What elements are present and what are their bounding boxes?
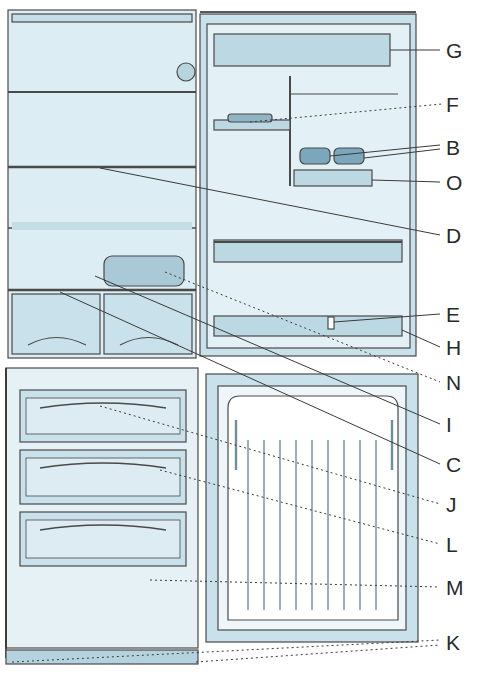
shelf — [294, 170, 372, 186]
freezer-interior — [206, 374, 418, 642]
glass-shelf — [214, 240, 402, 262]
callout-letter: H — [446, 337, 461, 358]
callout-letter: F — [446, 94, 459, 115]
callout-letter: B — [446, 137, 460, 158]
callout-letter: G — [446, 40, 462, 61]
freezer-door — [6, 368, 198, 648]
evaporator-coil — [236, 420, 392, 610]
freezer-drawer — [20, 390, 186, 442]
callout-letter: O — [446, 172, 462, 193]
callout-letter: D — [446, 225, 461, 246]
freezer-drawer — [20, 512, 186, 566]
door-box — [104, 256, 184, 286]
fridge-door — [8, 10, 196, 358]
fridge-interior — [200, 14, 416, 356]
crisper-drawer — [104, 294, 192, 354]
egg-tray — [334, 148, 364, 164]
callout-letter: N — [446, 372, 461, 393]
egg-tray — [300, 148, 330, 164]
drain-plug — [328, 317, 334, 329]
top-compartment — [214, 34, 390, 66]
callout-letter: E — [446, 304, 460, 325]
callout-letter: J — [446, 494, 457, 515]
callout-letter: K — [446, 632, 460, 653]
callout-letter: C — [446, 454, 461, 475]
freezer-drawer — [20, 450, 186, 504]
callout-letter: L — [446, 534, 458, 555]
leader-lines — [12, 50, 442, 662]
crisper-drawer — [12, 294, 100, 354]
callout-letter: I — [446, 414, 452, 435]
callout-letter: M — [446, 577, 464, 598]
